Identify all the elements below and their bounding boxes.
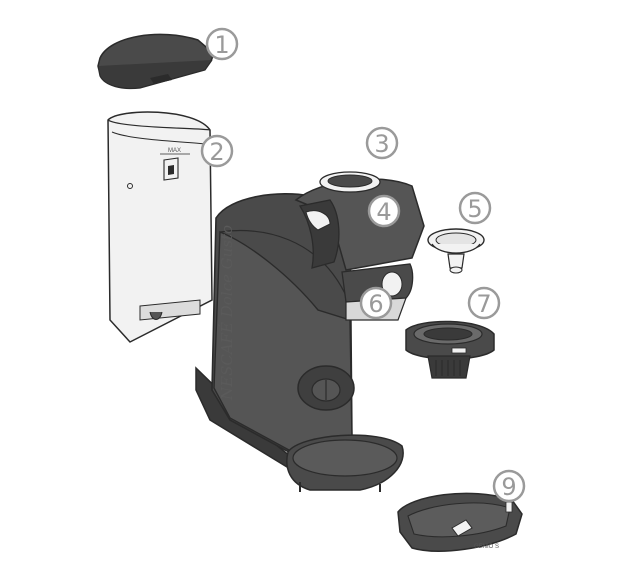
callout-5: 5 — [458, 191, 492, 225]
callout-1: 1 — [205, 27, 239, 61]
callout-2: 2 — [200, 134, 234, 168]
callout-3-label: 3 — [374, 130, 389, 158]
water-tank: MAX — [107, 111, 213, 343]
callout-3: 3 — [365, 126, 399, 160]
callout-6: 6 — [359, 286, 393, 320]
water-tank-lid — [97, 33, 214, 90]
tank-max-marking: MAX — [168, 148, 181, 154]
callout-4: 4 — [367, 194, 401, 228]
drip-tray-label: GENIO S — [474, 544, 499, 550]
callout-7-label: 7 — [476, 290, 491, 318]
callout-6-label: 6 — [368, 290, 383, 318]
drip-tray-part: GENIO S — [397, 492, 523, 552]
callout-5-label: 5 — [467, 195, 482, 223]
callout-2-label: 2 — [209, 138, 224, 166]
capsule-holder-part — [405, 320, 495, 379]
machine-head — [294, 171, 425, 271]
brand-text: NESCAFÉ Dolce Gusto — [218, 225, 236, 401]
callout-9-label: 9 — [501, 473, 516, 501]
callout-9: 9 — [492, 469, 526, 503]
callout-1-label: 1 — [214, 31, 229, 59]
funnel-part — [427, 228, 485, 274]
callout-7: 7 — [467, 286, 501, 320]
callout-4-label: 4 — [376, 198, 391, 226]
